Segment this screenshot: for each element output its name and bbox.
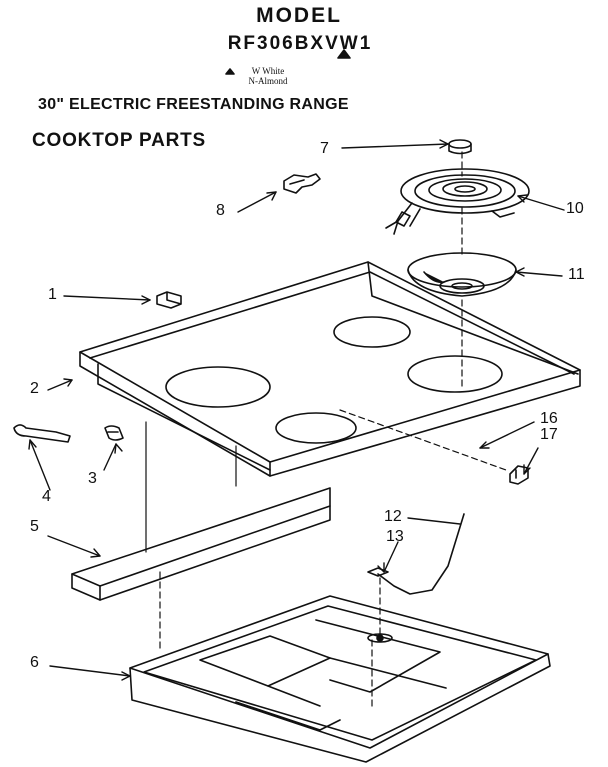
color-note-almond: N-Almond xyxy=(248,76,288,86)
terminal-cap xyxy=(448,139,472,155)
drip-pan xyxy=(407,252,517,297)
triangle-marker-icon xyxy=(337,49,351,59)
clip-part-1 xyxy=(156,291,182,309)
surface-unit-element xyxy=(385,168,530,235)
callout-10: 10 xyxy=(566,200,584,217)
front-trim-strip xyxy=(71,487,331,601)
section-title: COOKTOP PARTS xyxy=(32,130,207,151)
sensor-rod xyxy=(367,513,465,595)
product-title: 30" ELECTRIC FREESTANDING RANGE xyxy=(38,96,349,113)
color-note-white: W White xyxy=(251,66,285,76)
callout-1: 1 xyxy=(48,286,57,303)
callout-7: 7 xyxy=(320,140,329,157)
callout-11: 11 xyxy=(568,266,585,283)
callout-6: 6 xyxy=(30,654,39,671)
diagram-title: MODEL xyxy=(256,4,342,27)
hinge-part-16-17 xyxy=(509,465,529,485)
callout-4: 4 xyxy=(42,488,51,505)
callout-3: 3 xyxy=(88,470,97,487)
triangle-note-icon xyxy=(225,68,235,75)
leader-lines xyxy=(28,139,565,681)
receptacle-part-4 xyxy=(13,424,71,443)
cooktop-panel xyxy=(79,261,581,477)
model-number: RF306BXVW1 xyxy=(227,33,373,54)
callout-13: 13 xyxy=(386,528,404,545)
alignment-lines xyxy=(159,151,507,711)
callout-16: 16 xyxy=(540,410,558,427)
callout-12: 12 xyxy=(384,508,402,525)
spring-clip-part-3 xyxy=(104,425,124,441)
terminal-block xyxy=(283,173,321,194)
callout-17: 17 xyxy=(540,426,558,443)
callout-2: 2 xyxy=(30,380,39,397)
color-notes: W White N-Almond xyxy=(208,66,328,86)
burner-box-liner xyxy=(129,595,551,763)
callout-5: 5 xyxy=(30,518,39,535)
callout-8: 8 xyxy=(216,202,225,219)
